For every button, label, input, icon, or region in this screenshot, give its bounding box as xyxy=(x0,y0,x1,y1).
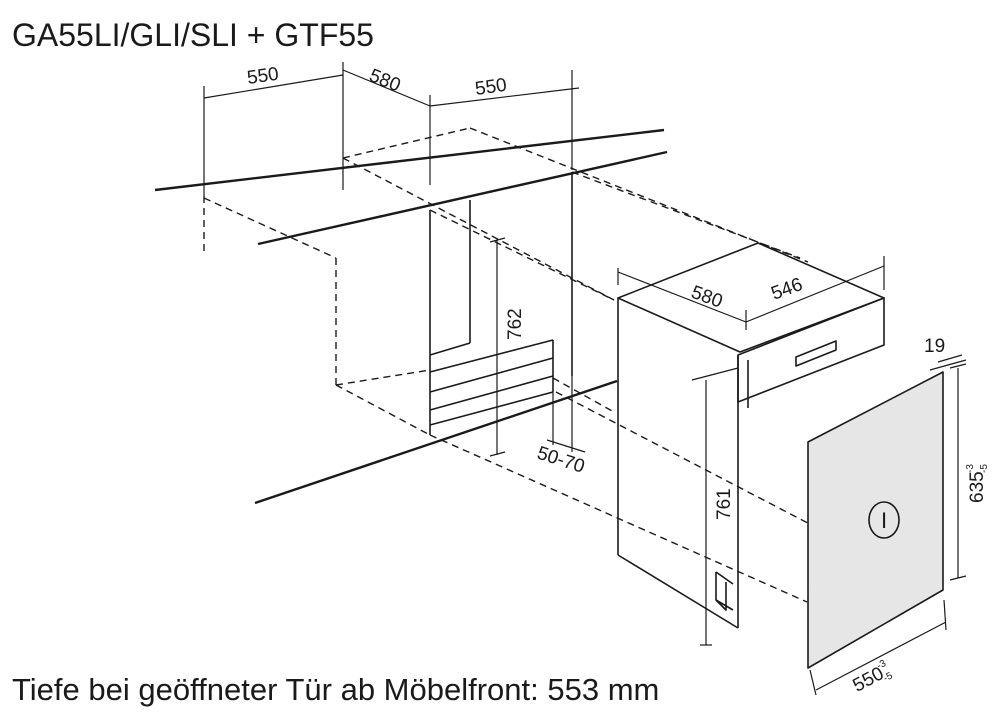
furniture-door-panel: I xyxy=(807,371,944,669)
footer-note: Tiefe bei geöffneter Tür ab Möbelfront: … xyxy=(12,672,659,707)
floor-line xyxy=(254,379,618,505)
dim-door-thickness: 19 xyxy=(924,336,945,357)
dim-plinth: 50-70 xyxy=(534,443,587,478)
dim-niche-width-left: 550 xyxy=(246,64,280,89)
dim-door-height: 635 xyxy=(967,471,988,503)
dimension-lines xyxy=(203,62,967,696)
dishwasher-body xyxy=(617,242,885,629)
dim-niche-depth: 580 xyxy=(366,65,403,96)
dim-appliance-height: 761 xyxy=(714,488,735,520)
worktop xyxy=(154,128,668,246)
dim-niche-height: 762 xyxy=(505,308,526,340)
dim-door-height-group: 635 -3 -5 xyxy=(965,464,990,503)
diagram-title: GA55LI/GLI/SLI + GTF55 xyxy=(12,17,374,53)
dim-door-width-group: 550 -3 -5 xyxy=(850,658,896,697)
door-symbol: I xyxy=(881,508,887,533)
dim-door-height-tol-lower: -5 xyxy=(979,464,990,473)
dim-appliance-depth: 580 xyxy=(688,282,725,313)
niche-walls xyxy=(429,172,573,435)
dim-niche-width-right: 550 xyxy=(474,75,508,100)
dim-door-height-tol-upper: -3 xyxy=(965,464,976,473)
